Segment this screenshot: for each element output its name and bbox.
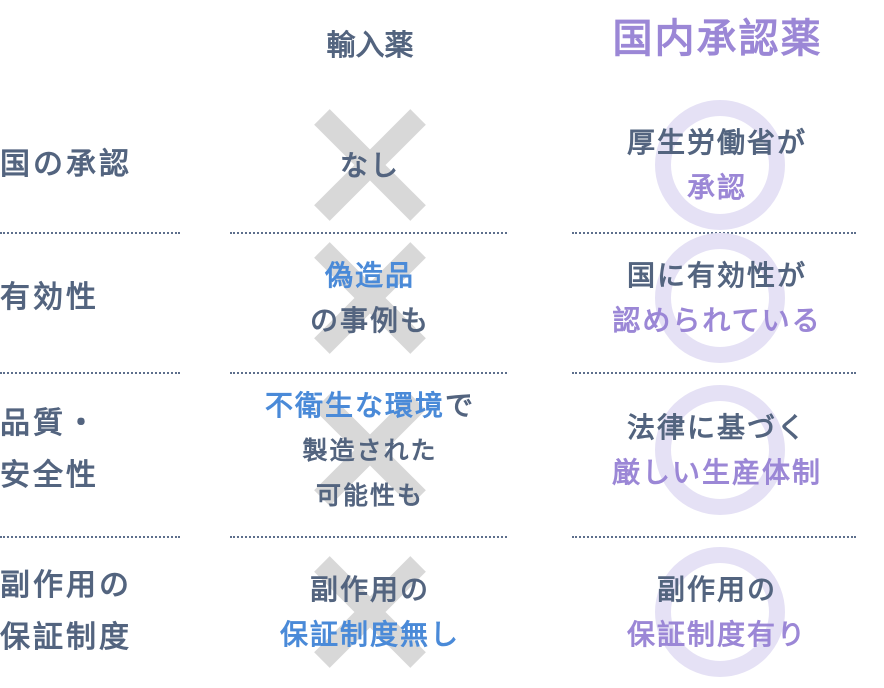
row-divider	[572, 372, 856, 374]
imported-cell: 副作用の保証制度無し	[230, 567, 510, 657]
domestic-cell: 法律に基づく厳しい生産体制	[572, 405, 862, 495]
text-segment: 厳しい生産体制	[611, 456, 822, 489]
domestic-cell-line: 厳しい生産体制	[572, 450, 862, 495]
text-segment: なし	[339, 148, 400, 182]
domestic-cell-line: 国に有効性が	[572, 253, 862, 298]
row-label: 品質・安全性	[0, 398, 190, 502]
header-imported-drugs: 輸入薬	[326, 28, 414, 62]
text-segment: 副作用の	[656, 573, 777, 606]
domestic-cell-line: 承認	[572, 165, 862, 210]
text-segment: で	[445, 388, 476, 422]
text-segment: 法律に基づく	[626, 411, 807, 444]
domestic-cell: 国に有効性が認められている	[572, 253, 862, 343]
imported-cell-line: 不衛生な環境で	[230, 383, 510, 428]
imported-cell-line: 副作用の	[230, 567, 510, 612]
row-divider	[572, 536, 856, 538]
imported-cell-line: なし	[230, 143, 510, 188]
domestic-cell: 厚生労働省が承認	[572, 120, 862, 210]
row-label-line: 有効性	[0, 280, 99, 315]
row-divider	[230, 232, 507, 234]
text-segment: 偽造品	[324, 259, 415, 292]
row-label-line: 保証制度	[0, 620, 132, 655]
row-label: 国の承認	[0, 139, 190, 191]
row-label-line: 国の承認	[0, 147, 132, 182]
text-segment: 認められている	[612, 304, 822, 337]
text-segment: 不衛生な環境	[264, 388, 445, 422]
row-divider	[0, 232, 180, 234]
text-segment: の事例も	[309, 304, 430, 337]
text-segment: 製造された	[302, 435, 438, 465]
row-divider	[230, 372, 507, 374]
domestic-cell-line: 法律に基づく	[572, 405, 862, 450]
text-segment: 副作用の	[309, 573, 430, 606]
row-divider	[0, 536, 180, 538]
imported-cell-line: の事例も	[230, 298, 510, 343]
header-domestic-approved-drugs: 国内承認薬	[612, 16, 823, 62]
text-segment: 国に有効性が	[626, 259, 807, 292]
text-segment: 厚生労働省が	[626, 126, 807, 159]
domestic-cell-line: 厚生労働省が	[572, 120, 862, 165]
row-label-line: 安全性	[0, 458, 99, 493]
imported-cell-line: 製造された	[230, 428, 510, 473]
domestic-cell-line: 保証制度有り	[572, 612, 862, 657]
imported-cell-line: 保証制度無し	[230, 612, 510, 657]
row-divider	[230, 536, 507, 538]
row-label-line: 副作用の	[0, 568, 132, 603]
imported-cell-line: 可能性も	[230, 473, 510, 518]
row-label: 有効性	[0, 272, 190, 324]
text-segment: 保証制度無し	[279, 618, 460, 651]
imported-cell: 偽造品の事例も	[230, 253, 510, 343]
row-divider	[0, 372, 180, 374]
row-label-line: 品質・	[0, 406, 99, 441]
domestic-cell-line: 認められている	[572, 298, 862, 343]
row-label: 副作用の保証制度	[0, 560, 190, 664]
imported-cell: 不衛生な環境で製造された可能性も	[230, 383, 510, 518]
imported-cell-line: 偽造品	[230, 253, 510, 298]
text-segment: 可能性も	[315, 480, 424, 510]
domestic-cell: 副作用の保証制度有り	[572, 567, 862, 657]
imported-cell: なし	[230, 143, 510, 188]
domestic-cell-line: 副作用の	[572, 567, 862, 612]
text-segment: 保証制度有り	[626, 618, 807, 651]
text-segment: 承認	[686, 171, 747, 204]
